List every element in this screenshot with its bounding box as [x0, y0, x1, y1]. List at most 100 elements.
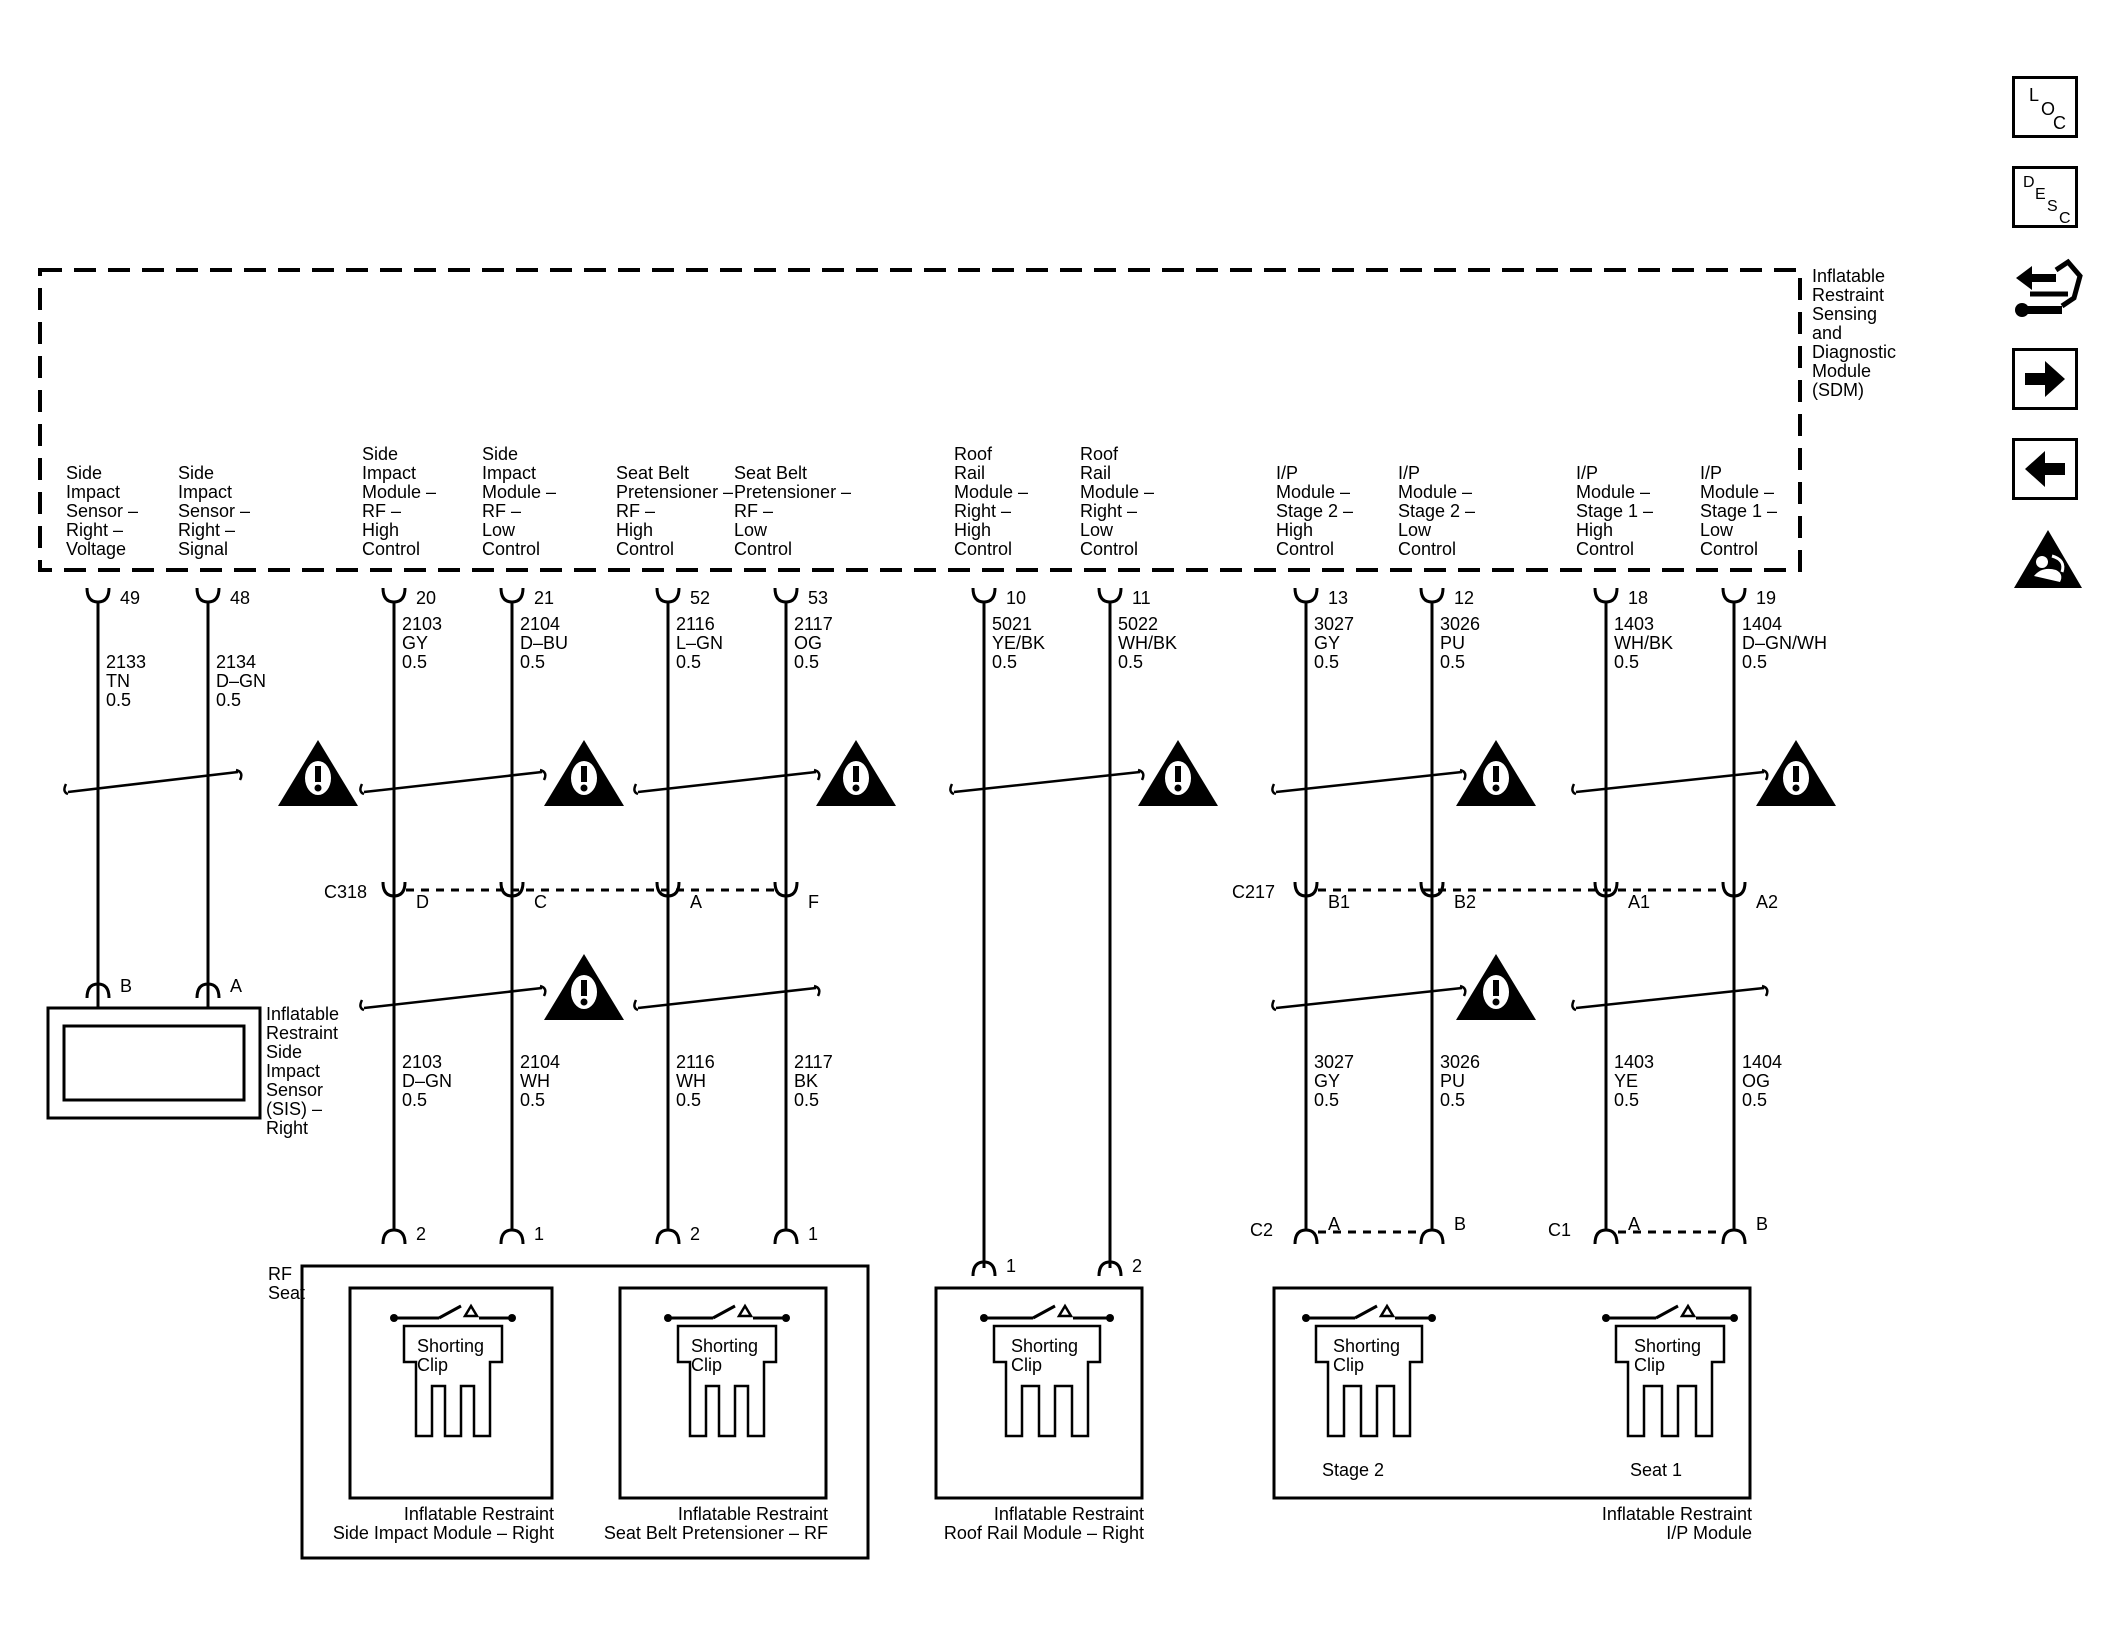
wire-label-lower: 0.5 [794, 1090, 819, 1110]
sdm-pin-number: 13 [1328, 588, 1348, 608]
wire-label-lower: BK [794, 1071, 818, 1091]
sdm-pin-function-label: I/P [1576, 463, 1598, 483]
warning-icon [1756, 740, 1836, 806]
component-label: Inflatable Restraint [678, 1504, 828, 1524]
sdm-pin-function-label: Module – [1398, 482, 1472, 502]
warning-icon [1138, 740, 1218, 806]
component-pin-label: A [1628, 1214, 1640, 1234]
component-label: Inflatable Restraint [994, 1504, 1144, 1524]
airbag-warning-button[interactable] [2012, 526, 2084, 592]
sdm-pin-number: 20 [416, 588, 436, 608]
sdm-pin-function-label: Control [616, 539, 674, 559]
wire-label-upper: GY [402, 633, 428, 653]
wire-label-upper: TN [106, 671, 130, 691]
sdm-module-outline [38, 268, 1802, 572]
wire-label-upper: 0.5 [1118, 652, 1143, 672]
wire-label-upper: 2116 [676, 614, 715, 634]
next-page-button[interactable] [2012, 348, 2078, 410]
sdm-pin-function-label: Side [362, 444, 398, 464]
sdm-pin-function-label: Right – [1080, 501, 1137, 521]
connector-wrench-icon [2015, 258, 2083, 317]
sdm-pin-function-label: Right – [954, 501, 1011, 521]
wire-label-lower: 0.5 [1314, 1090, 1339, 1110]
inline-connector-pin [773, 881, 799, 898]
sdm-pin-function-label: Control [1398, 539, 1456, 559]
inline-connector-pin-label: B1 [1328, 892, 1350, 912]
previous-arrow-icon [2025, 451, 2065, 487]
wire-label-upper: 0.5 [1314, 652, 1339, 672]
component-pin-label: B [1454, 1214, 1466, 1234]
component-pin-label: 1 [1006, 1256, 1016, 1276]
wire-label-lower: 2116 [676, 1052, 715, 1072]
desc-icon: D E S C [2023, 174, 2071, 227]
component-pin-label: 1 [808, 1224, 818, 1244]
wire-label-lower: WH [520, 1071, 550, 1091]
wire-label-upper: 0.5 [1742, 652, 1767, 672]
sdm-pin-function-label: Stage 1 – [1700, 501, 1777, 521]
sdm-pin-connector [85, 587, 111, 604]
sdm-pin-function-label: Low [1080, 520, 1114, 540]
inline-connector-pin-label: A1 [1628, 892, 1650, 912]
loc-letter-c: C [2053, 113, 2066, 133]
wire-label-upper: D–BU [520, 633, 568, 653]
loc-button[interactable]: L O C [2012, 76, 2078, 138]
sdm-pin-function-label: Control [1700, 539, 1758, 559]
sdm-pin-number: 12 [1454, 588, 1474, 608]
sis-component-label: Side [266, 1042, 302, 1062]
sdm-pin-function-label: Stage 1 – [1576, 501, 1653, 521]
sis-component-label: Restraint [266, 1023, 338, 1043]
wire-label-upper: 0.5 [520, 652, 545, 672]
wire-label-lower: WH [676, 1071, 706, 1091]
wire-label-upper: 0.5 [1614, 652, 1639, 672]
shorting-clip-label: Clip [1634, 1355, 1665, 1375]
wire-label-lower: 2117 [794, 1052, 833, 1072]
next-arrow-icon [2025, 361, 2065, 397]
sdm-pin-function-label: High [616, 520, 653, 540]
wire-label-lower: 0.5 [1440, 1090, 1465, 1110]
sdm-pin-connector [499, 587, 525, 604]
component-pin-connector [1419, 1228, 1445, 1245]
sdm-pin-function-label: RF – [362, 501, 401, 521]
sdm-pin-number: 48 [230, 588, 250, 608]
component-pin-connector [655, 1228, 681, 1245]
sdm-pin-function-label: Control [1276, 539, 1334, 559]
sdm-pin-function-label: Sensor – [66, 501, 138, 521]
twisted-pair-sim [359, 768, 547, 796]
sis-component-label: (SIS) – [266, 1099, 322, 1119]
sis-component-label: Impact [266, 1061, 320, 1081]
twisted-pair-sbp-lower [633, 984, 821, 1012]
sdm-pin-function-label: Low [1700, 520, 1734, 540]
wire-label-upper: PU [1440, 633, 1465, 653]
wire-label-upper: 2104 [520, 614, 560, 634]
sdm-pin-function-label: Rail [954, 463, 985, 483]
sis-component-label: Sensor [266, 1080, 323, 1100]
wire-label-upper: 3027 [1314, 614, 1354, 634]
sdm-pin-function-label: Module – [1276, 482, 1350, 502]
desc-letter-e: E [2035, 186, 2046, 203]
connector-c2-label: C2 [1250, 1220, 1273, 1240]
wire-label-upper: 0.5 [676, 652, 701, 672]
sdm-pin-function-label: Module – [1576, 482, 1650, 502]
sdm-pin-function-label: High [1576, 520, 1613, 540]
warning-icon [544, 740, 624, 806]
wire-label-upper: 0.5 [794, 652, 819, 672]
connector-button[interactable] [2012, 258, 2084, 324]
rf-seat-label: RF [268, 1264, 292, 1284]
wire-label-lower: GY [1314, 1071, 1340, 1091]
shorting-clip-label: Clip [691, 1355, 722, 1375]
desc-button[interactable]: D E S C [2012, 166, 2078, 228]
previous-page-button[interactable] [2012, 438, 2078, 500]
shorting-clip-label: Shorting [1634, 1336, 1701, 1356]
sdm-pin-function-label: Pretensioner – [616, 482, 733, 502]
wire-label-lower: 2104 [520, 1052, 560, 1072]
wire-label-lower: 3026 [1440, 1052, 1480, 1072]
sdm-pin-function-label: Control [1576, 539, 1634, 559]
sdm-pin-connector [971, 587, 997, 604]
sdm-pin-function-label: Module – [482, 482, 556, 502]
